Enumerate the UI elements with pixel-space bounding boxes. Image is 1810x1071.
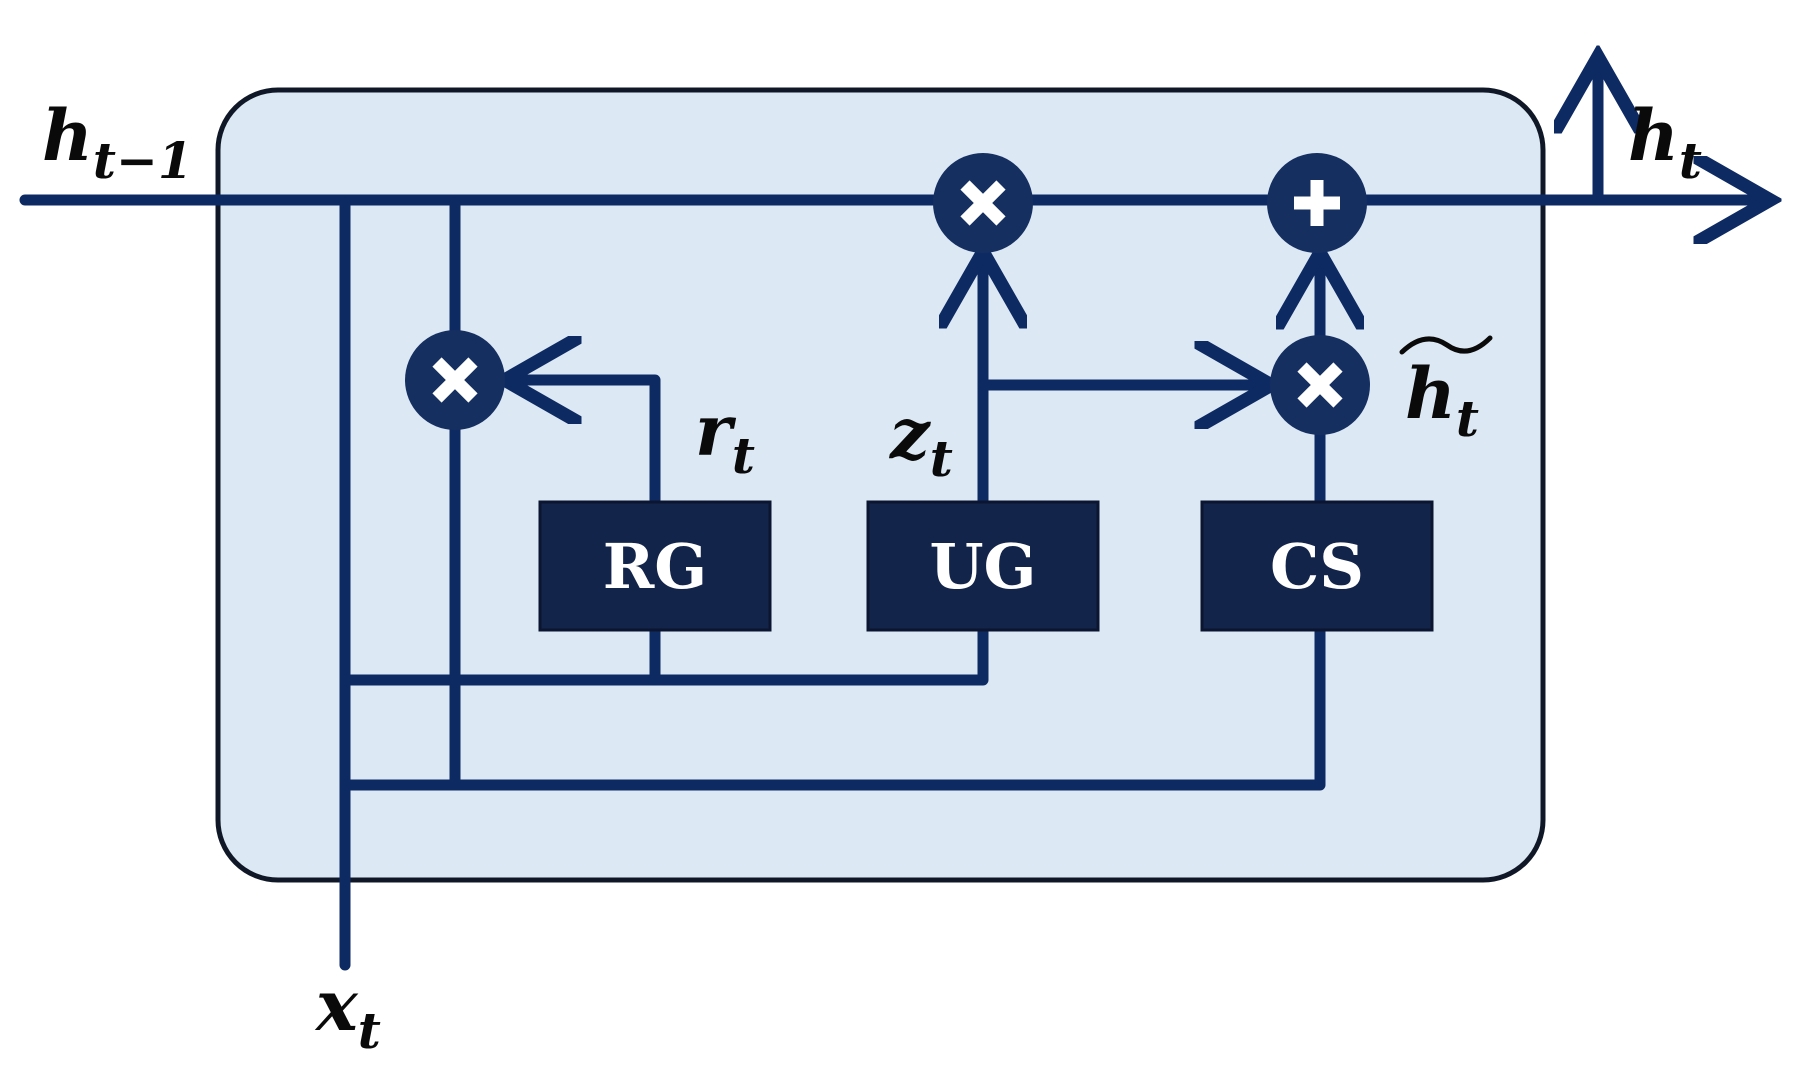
candidate-state-label: CS (1270, 530, 1364, 603)
reset-gate-label: RG (603, 530, 707, 603)
label-z-t: zt (888, 392, 953, 488)
candidate-multiply-operator (1270, 335, 1370, 435)
reset-multiply-operator (405, 330, 505, 430)
reset-gate-box (538, 500, 772, 632)
label-r-t: rt (695, 389, 755, 485)
tilde-mark (1399, 335, 1493, 355)
update-gate-label: UG (929, 530, 1036, 603)
reset-arrow (510, 380, 661, 506)
update-gate-box (866, 500, 1100, 632)
add-operator (1267, 153, 1367, 253)
update-multiply-operator (933, 153, 1033, 253)
label-h-prev: ht−1 (42, 94, 193, 190)
label-h-tilde: ht (1399, 335, 1493, 448)
label-x-t: xt (314, 964, 381, 1060)
bus-to-cs (339, 622, 1326, 791)
bus-to-rg-ug (339, 622, 989, 686)
svg-text:ht: ht (1405, 352, 1479, 448)
candidate-state-box (1200, 500, 1434, 632)
label-h-out: ht (1628, 94, 1702, 190)
